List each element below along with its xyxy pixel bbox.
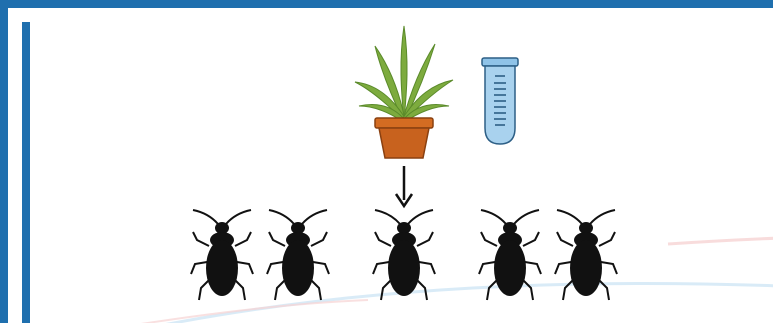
cockroach-icon [189, 208, 255, 304]
cockroach-icon [477, 208, 543, 304]
test-tube-icon [476, 56, 524, 146]
plant-icon [351, 20, 457, 160]
cockroach-icon [371, 208, 437, 304]
cockroach-icon [265, 208, 331, 304]
cockroach-icon [553, 208, 619, 304]
down-arrow-icon [393, 166, 415, 210]
